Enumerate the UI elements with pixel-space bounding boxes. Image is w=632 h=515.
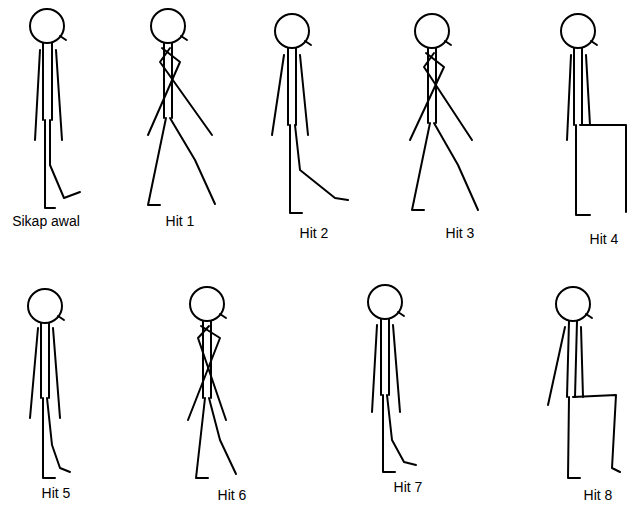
figure-hit-2 [272,14,348,213]
figure-hit-3 [410,14,478,210]
step-label: Hit 5 [42,486,71,501]
figure-hit-1 [148,9,215,205]
step-label: Hit 2 [300,226,329,241]
step-label: Hit 8 [584,488,613,503]
step-label: Hit 1 [166,214,195,229]
figure-sikap-awal [30,9,80,208]
step-label: Hit 6 [218,488,247,503]
figure-hit-7 [368,285,416,472]
step-label: Hit 7 [394,480,423,495]
figure-hit-6 [188,287,236,478]
figure-hit-8 [548,287,620,478]
step-label: Hit 3 [446,226,475,241]
figure-hit-5 [28,289,70,478]
step-label: Hit 4 [590,232,619,247]
figure-hit-4 [561,14,626,215]
step-label: Sikap awal [12,214,80,229]
